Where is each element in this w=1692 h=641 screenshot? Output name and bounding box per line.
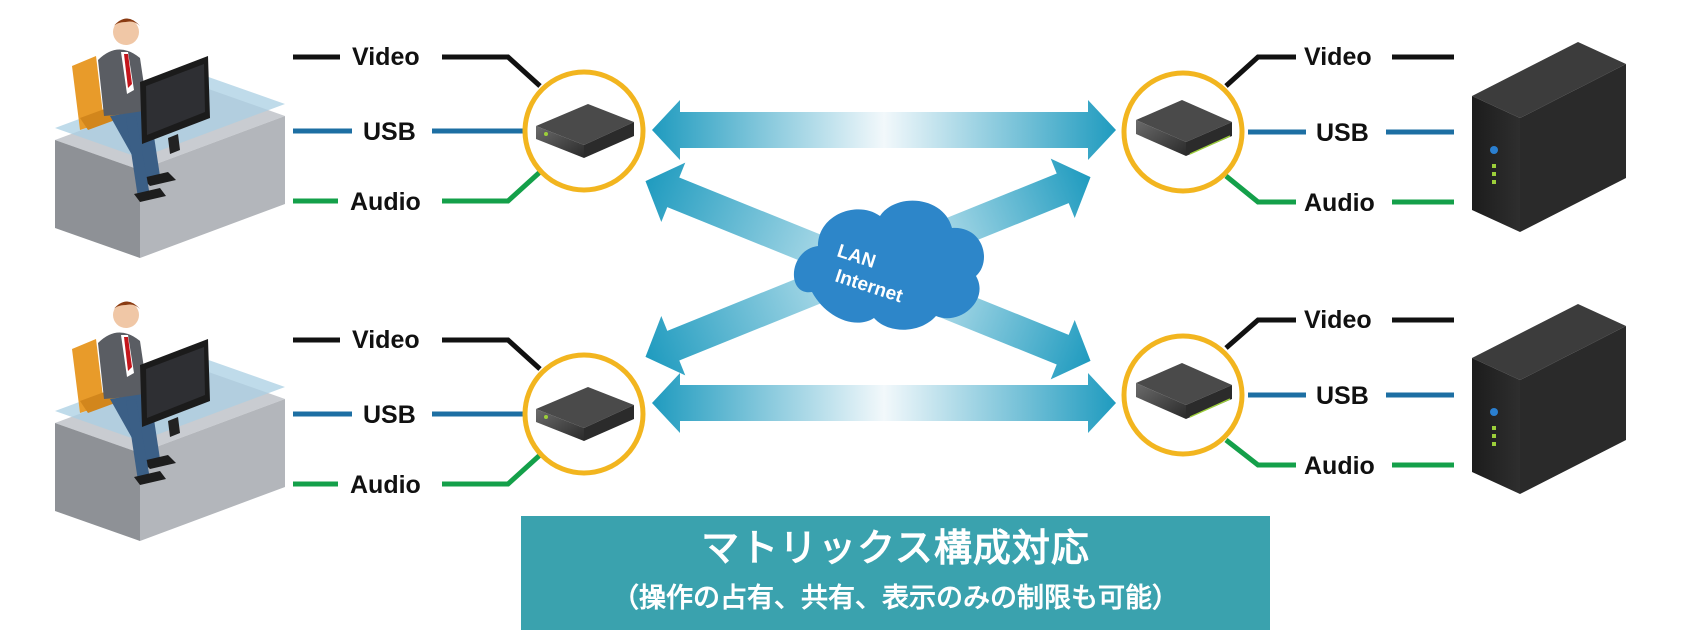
label-audio-left-bottom: Audio — [350, 471, 421, 499]
arrow-top-horizontal — [652, 100, 1116, 160]
left-signal-lines-top — [293, 54, 542, 204]
arrow-bottom-horizontal — [652, 373, 1116, 433]
label-audio-right-top: Audio — [1304, 189, 1375, 217]
kvm-unit-right-top — [1121, 70, 1245, 194]
banner-subtitle: （操作の占有、共有、表示のみの制限も可能） — [612, 583, 1179, 614]
kvm-unit-left-bottom — [522, 352, 646, 476]
pc-tower-bottom — [1472, 304, 1626, 494]
user-workstation-bottom — [55, 301, 285, 541]
label-audio-left-top: Audio — [350, 188, 421, 216]
lan-internet-cloud: LAN Internet — [793, 200, 984, 330]
right-signal-lines-top — [1224, 54, 1454, 205]
left-signal-lines-bottom — [293, 337, 542, 487]
right-signal-lines-bottom — [1224, 317, 1454, 468]
kvm-unit-right-bottom — [1121, 333, 1245, 457]
label-video-left-bottom: Video — [352, 326, 420, 354]
label-usb-left-bottom: USB — [363, 401, 416, 429]
label-audio-right-bottom: Audio — [1304, 452, 1375, 480]
pc-tower-top — [1472, 42, 1626, 232]
label-video-right-top: Video — [1304, 43, 1372, 71]
banner-title: マトリックス構成対応 — [701, 526, 1090, 570]
label-usb-right-bottom: USB — [1316, 382, 1369, 410]
label-usb-right-top: USB — [1316, 119, 1369, 147]
label-usb-left-top: USB — [363, 118, 416, 146]
user-workstation-top — [55, 18, 285, 258]
label-video-right-bottom: Video — [1304, 306, 1372, 334]
matrix-config-banner: マトリックス構成対応 （操作の占有、共有、表示のみの制限も可能） — [521, 516, 1270, 630]
label-video-left-top: Video — [352, 43, 420, 71]
kvm-unit-left-top — [522, 69, 646, 193]
